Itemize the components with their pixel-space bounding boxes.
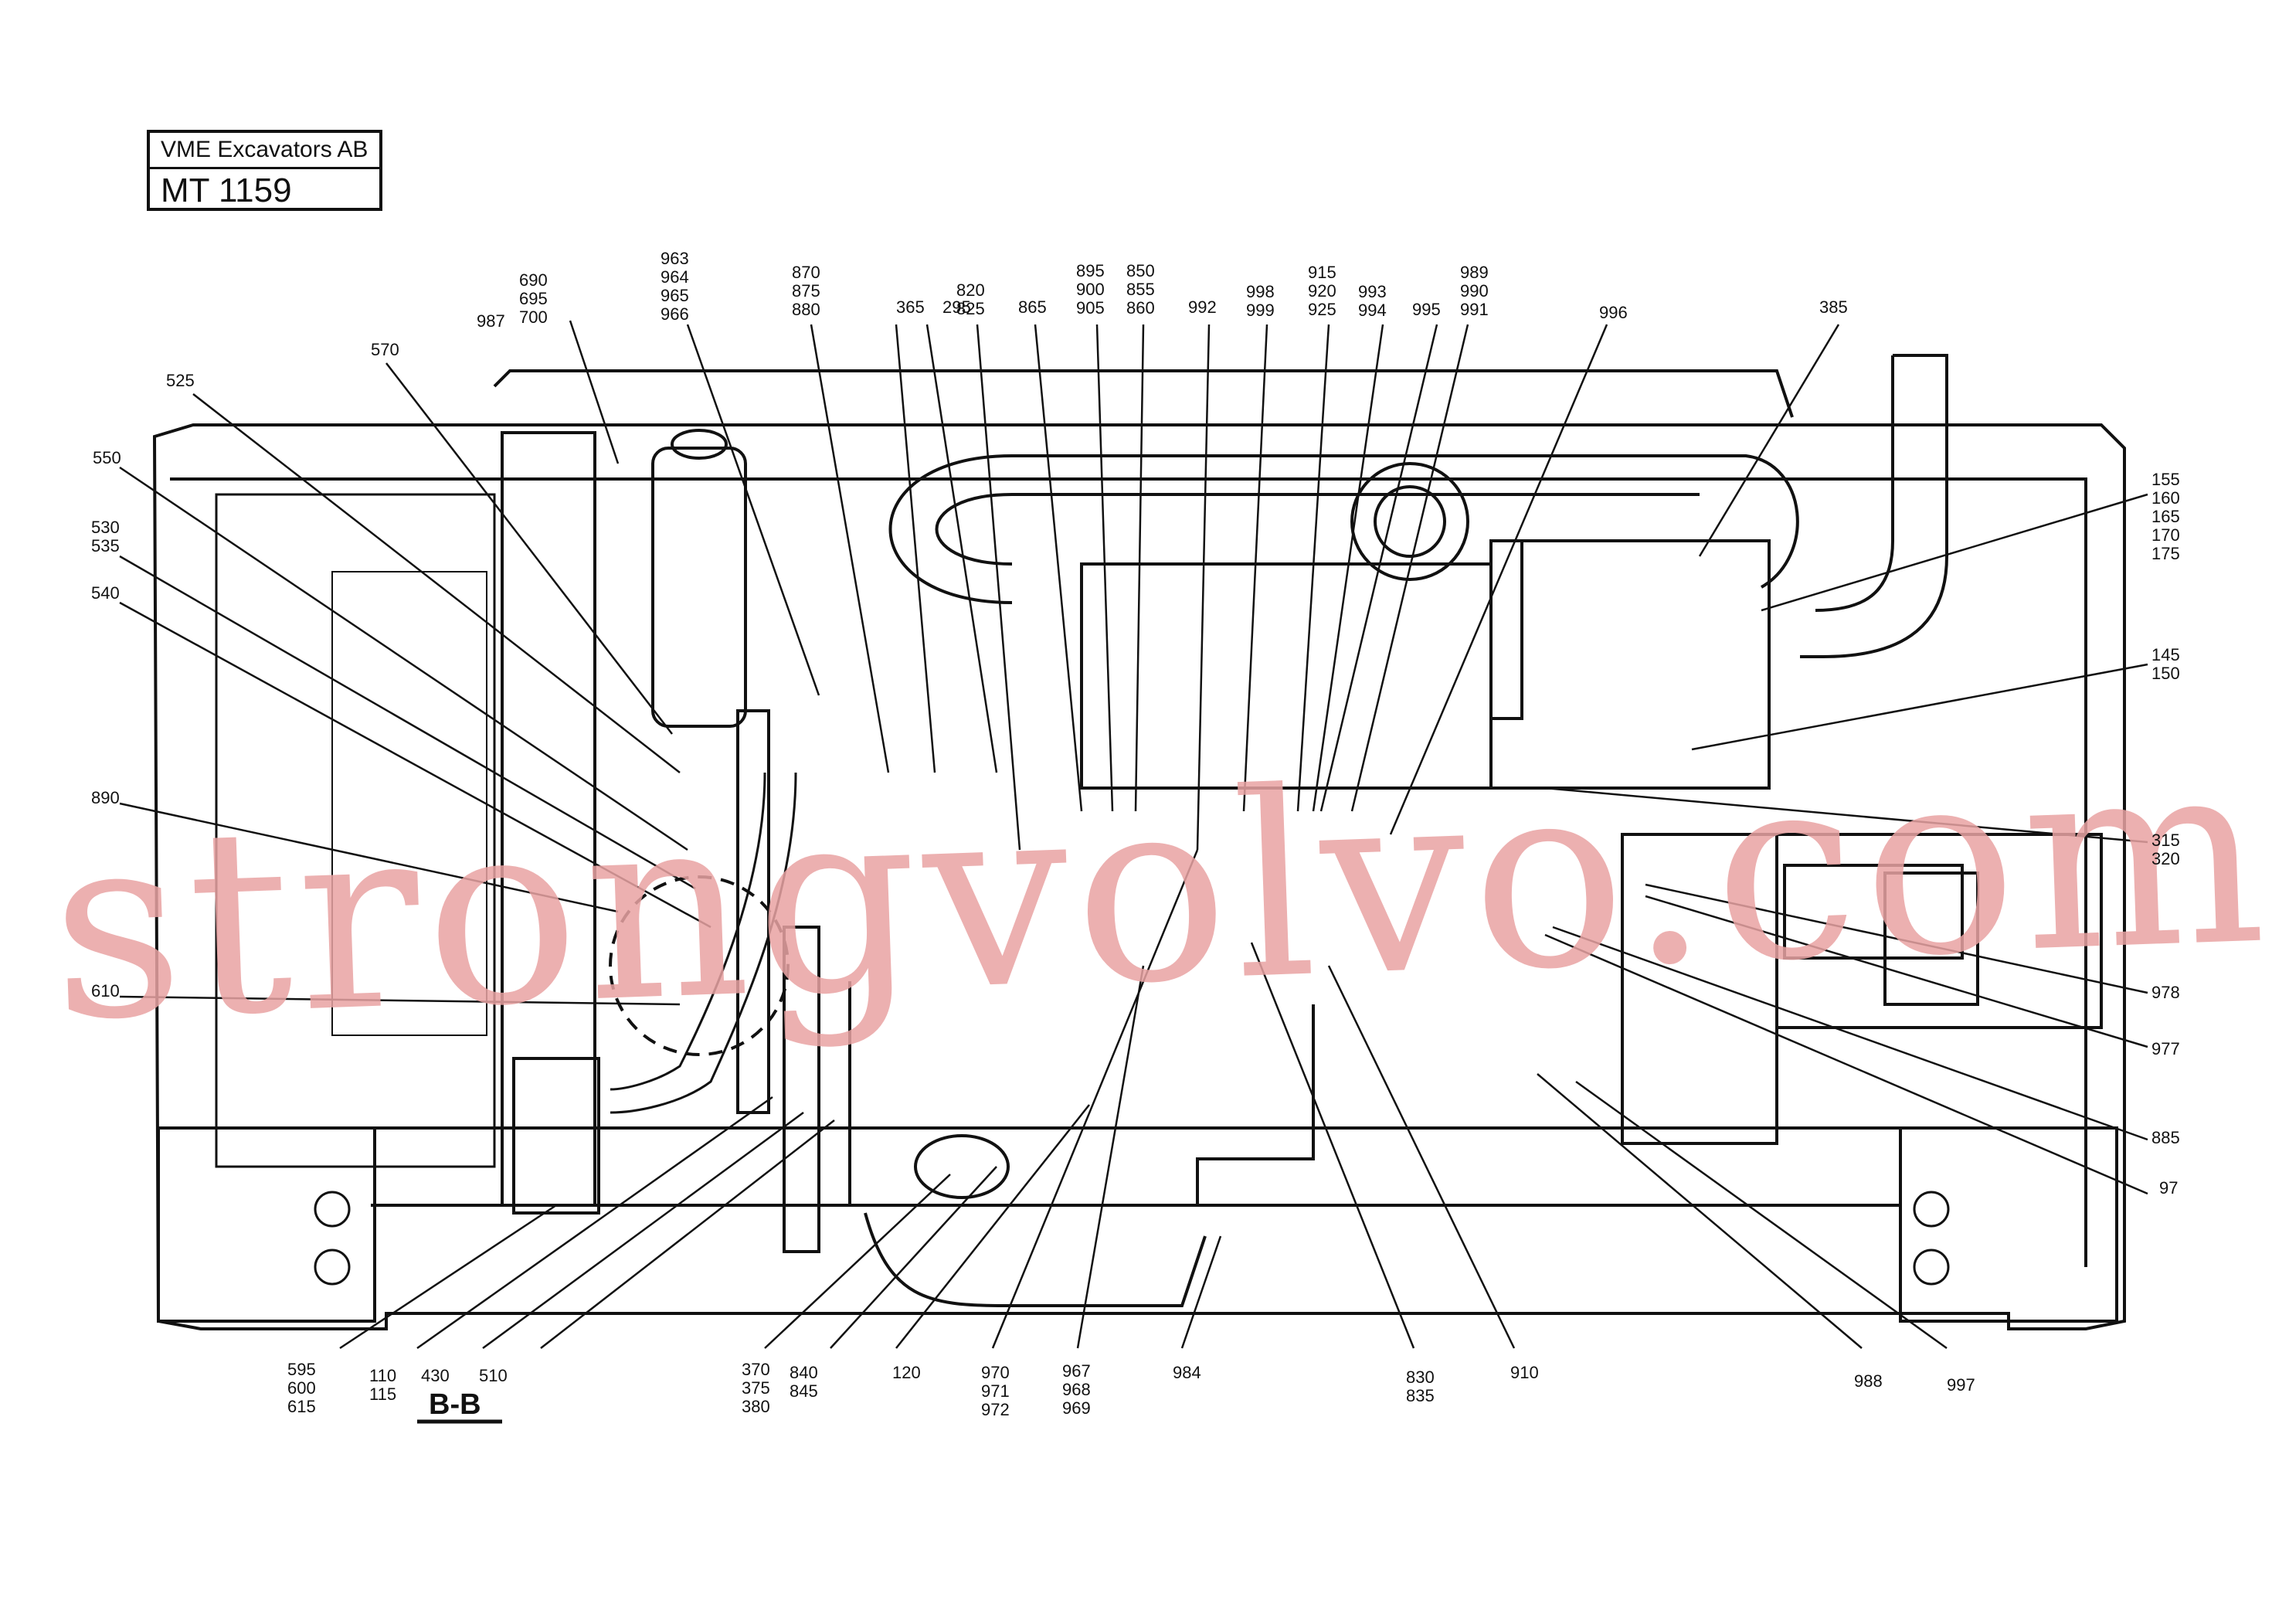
callout-610: 610 bbox=[91, 981, 120, 1001]
callout-977: 977 bbox=[2151, 1039, 2180, 1058]
callout-510: 510 bbox=[479, 1366, 508, 1385]
callout-525: 525 bbox=[166, 371, 195, 390]
callout-365: 365 bbox=[896, 297, 925, 317]
title-block: VME Excavators AB MT 1159 bbox=[147, 130, 382, 211]
callout-984: 984 bbox=[1173, 1363, 1201, 1382]
callout-992: 992 bbox=[1188, 297, 1217, 317]
callout-550: 550 bbox=[93, 448, 121, 467]
callout-910: 910 bbox=[1510, 1363, 1539, 1382]
callout-997: 997 bbox=[1947, 1375, 1975, 1395]
callout-97: 97 bbox=[2159, 1178, 2178, 1198]
callout-995: 995 bbox=[1412, 300, 1441, 319]
drawing-number: MT 1159 bbox=[161, 172, 292, 209]
watermark: strongvolvo.com bbox=[46, 703, 2272, 1077]
section-label: B-B bbox=[429, 1388, 481, 1421]
callout-295: 295 bbox=[942, 297, 971, 317]
callout-570: 570 bbox=[371, 340, 399, 359]
leader-lines bbox=[119, 320, 2148, 1350]
callout-996: 996 bbox=[1599, 303, 1628, 322]
company-name: VME Excavators AB bbox=[150, 133, 379, 169]
callout-120: 120 bbox=[892, 1363, 921, 1382]
callout-385: 385 bbox=[1819, 297, 1848, 317]
callout-865: 865 bbox=[1018, 297, 1047, 317]
callout-430: 430 bbox=[421, 1366, 450, 1385]
callout-978: 978 bbox=[2151, 983, 2180, 1002]
callout-890: 890 bbox=[91, 788, 120, 807]
callout-885: 885 bbox=[2151, 1128, 2180, 1147]
callout-988: 988 bbox=[1854, 1371, 1883, 1391]
callout-987: 987 bbox=[477, 311, 505, 331]
callout-540: 540 bbox=[91, 583, 120, 603]
